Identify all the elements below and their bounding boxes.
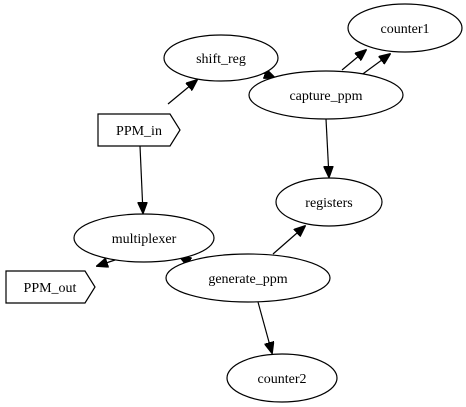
node-counter2: counter2 [226, 353, 338, 403]
node-registers-label: registers [305, 196, 352, 211]
node-capture-ppm: capture_ppm [248, 70, 404, 120]
node-counter2-shape [226, 353, 338, 403]
node-counter1-label: counter1 [381, 22, 430, 37]
node-registers-shape [275, 177, 383, 227]
node-shift-reg-label: shift_reg [196, 52, 246, 67]
node-registers: registers [275, 177, 383, 227]
node-ppm-in-shape [97, 113, 181, 147]
node-ppm-out-label: PPM_out [24, 281, 77, 296]
node-generate-ppm-shape [165, 253, 331, 303]
edge-capture-ppm-to-counter1-a [341, 50, 366, 71]
edge-generate-ppm-to-registers [272, 226, 305, 255]
node-generate-ppm-label: generate_ppm [208, 272, 287, 287]
node-counter1-shape [347, 3, 463, 53]
node-capture-ppm-label: capture_ppm [289, 89, 362, 104]
node-ppm-out-shape [5, 270, 96, 304]
edge-capture-ppm-to-registers [326, 118, 329, 177]
node-ppm-in: PPM_in [97, 113, 181, 147]
node-ppm-out: PPM_out [5, 270, 96, 304]
edge-ppm-in-to-multiplexer [140, 145, 143, 213]
node-multiplexer: multiplexer [73, 213, 215, 263]
node-ppm-in-label: PPM_in [116, 124, 162, 139]
node-generate-ppm: generate_ppm [165, 253, 331, 303]
node-capture-ppm-shape [248, 70, 404, 120]
node-counter1: counter1 [347, 3, 463, 53]
edge-generate-ppm-to-counter2 [257, 301, 272, 353]
edge-ppm-in-to-shift-reg [167, 80, 197, 105]
node-shift-reg: shift_reg [163, 34, 279, 82]
node-multiplexer-shape [73, 213, 215, 263]
node-counter2-label: counter2 [258, 372, 307, 387]
node-multiplexer-label: multiplexer [112, 232, 177, 247]
edge-capture-ppm-to-counter1-b [359, 54, 390, 77]
node-shift-reg-shape [163, 34, 279, 82]
